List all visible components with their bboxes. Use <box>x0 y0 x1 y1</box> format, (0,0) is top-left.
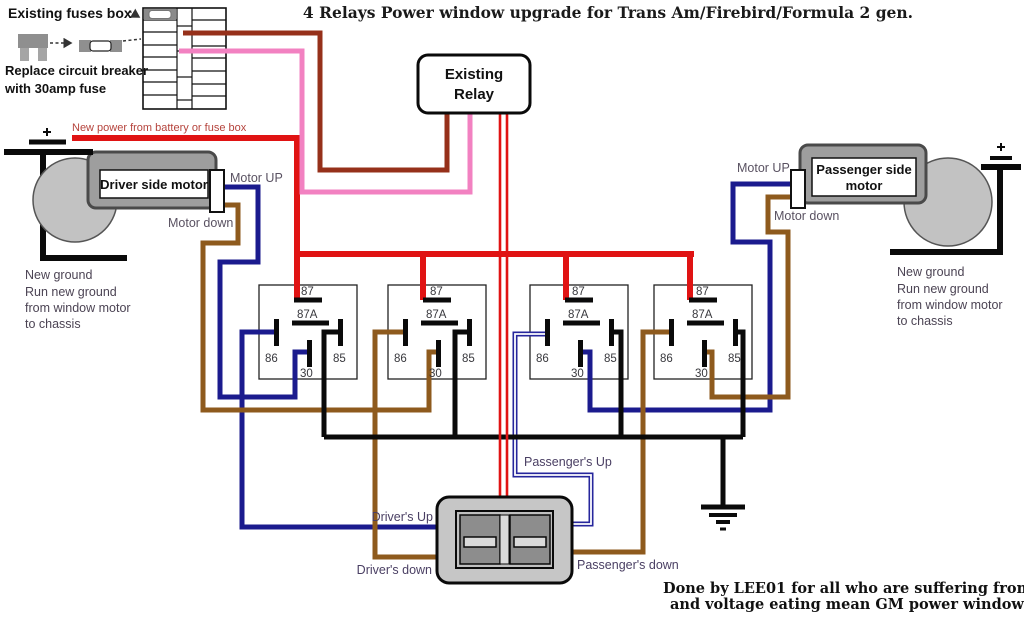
passengers-down-label: Passenger's down <box>577 558 679 572</box>
relay-4-pins: 87 87A 86 30 85 <box>660 286 741 380</box>
pin-87a-label: 87A <box>568 309 589 321</box>
relay1-85-ground <box>321 329 338 437</box>
motor-nameplate <box>811 157 917 197</box>
diagram-title: 4 Relays Power window upgrade for Trans … <box>303 3 913 22</box>
driver-down-motor-brown <box>200 202 437 413</box>
ground-note-2: Run new ground <box>897 282 989 296</box>
passenger-motor-down-label: Motor down <box>774 209 839 223</box>
passenger-rocker-slot <box>513 536 547 548</box>
pin-86-label: 86 <box>536 353 549 365</box>
pin-87-label: 87 <box>301 286 314 298</box>
fusebox-to-relay-pink <box>179 48 473 195</box>
driver-up-motor-blue <box>217 184 309 400</box>
credit-line-2: and voltage eating mean GM power window … <box>670 596 1024 613</box>
pin-87a-label: 87A <box>426 309 447 321</box>
driver-up-switch-blue <box>239 329 440 530</box>
driver-motor-down-label: Motor down <box>168 216 233 230</box>
new-power-feed-red <box>72 135 300 300</box>
passenger-ground-note: New ground Run new ground from window mo… <box>897 265 1003 328</box>
existing-relay-label-1: Existing <box>445 66 503 83</box>
relay3-85-ground <box>613 329 624 437</box>
relay2-85-ground <box>452 329 467 437</box>
pin-86-label: 86 <box>394 353 407 365</box>
pin-87a-label: 87A <box>692 309 713 321</box>
new-power-label: New power from battery or fuse box <box>72 122 247 134</box>
ground-note-4: to chassis <box>25 317 81 331</box>
driver-ground-note: New ground Run new ground from window mo… <box>25 268 131 331</box>
relay-1-pins: 87 87A 86 30 85 <box>265 286 346 380</box>
passenger-ground-symbol <box>981 143 1021 170</box>
pin-30-label: 30 <box>695 368 708 380</box>
existing-relay: Existing Relay <box>416 53 532 115</box>
fusebox-to-relay-darkred <box>183 30 450 173</box>
ground-note-4: to chassis <box>897 314 953 328</box>
fuse-slots <box>143 19 226 101</box>
driver-motor-label: Driver side motor <box>100 177 208 192</box>
existing-relay-label-2: Relay <box>454 86 495 103</box>
chassis-ground-symbol <box>701 504 745 531</box>
pin-86-label: 86 <box>265 353 278 365</box>
pin-87-label: 87 <box>572 286 585 298</box>
pin-86-label: 86 <box>660 353 673 365</box>
existing-fuse-icon <box>148 10 172 19</box>
driver-down-switch-brown <box>372 329 440 560</box>
pin-85-label: 85 <box>604 353 617 365</box>
drivers-up-label: Driver's Up <box>372 510 433 524</box>
relay-3-pins: 87 87A 86 30 85 <box>536 286 617 380</box>
switch-divider <box>499 514 510 565</box>
motor-terminal <box>790 169 806 209</box>
fuse-box <box>142 7 227 110</box>
passenger-new-ground-black <box>890 170 1003 255</box>
passenger-motor-label-2: motor <box>846 178 883 193</box>
fuse-to-fusebox-dashes <box>122 38 142 42</box>
passenger-down-motor-brown <box>706 194 795 400</box>
passenger-up-switch-blue-core <box>514 333 592 525</box>
passenger-up-motor-blue <box>582 181 795 413</box>
driver-motor-up-label: Motor UP <box>230 171 283 185</box>
pin-30-label: 30 <box>571 368 584 380</box>
pin-85-label: 85 <box>728 353 741 365</box>
ground-note-3: from window motor <box>25 301 131 315</box>
passenger-side-motor: Passenger side motor <box>790 143 993 247</box>
pin-30-label: 30 <box>429 368 442 380</box>
passengers-up-label: Passenger's Up <box>524 455 612 469</box>
label-to-fusebox-arrow <box>128 8 141 18</box>
breaker-note-2: with 30amp fuse <box>4 81 106 96</box>
wire-layer <box>40 30 1003 560</box>
motor-nameplate <box>99 169 209 199</box>
fusebox-label: Existing fuses box <box>8 5 132 21</box>
relay-2-pins: 87 87A 86 30 85 <box>394 286 475 380</box>
pin-85-label: 85 <box>333 353 346 365</box>
driver-side-motor: Driver side motor <box>32 150 225 243</box>
pin-87a-label: 87A <box>297 309 318 321</box>
driver-rocker-slot <box>463 536 497 548</box>
motor-terminal <box>209 169 225 213</box>
pin-87-label: 87 <box>430 286 443 298</box>
passenger-motor-up-label: Motor UP <box>737 161 790 175</box>
window-switch <box>435 495 574 585</box>
drivers-down-label: Driver's down <box>357 563 432 577</box>
30amp-fuse-icon <box>79 40 122 52</box>
pin-30-label: 30 <box>300 368 313 380</box>
ground-note-2: Run new ground <box>25 285 117 299</box>
breaker-note-1: Replace circuit breaker <box>5 63 148 78</box>
driver-ground-symbol <box>4 128 93 155</box>
ground-note-3: from window motor <box>897 298 1003 312</box>
passenger-motor-label-1: Passenger side <box>816 162 911 177</box>
ground-note-1: New ground <box>897 265 964 279</box>
credit-line-1: Done by LEE01 for all who are suffering … <box>663 580 1024 597</box>
pin-87-label: 87 <box>696 286 709 298</box>
passenger-down-switch-brown <box>571 329 669 555</box>
pin-85-label: 85 <box>462 353 475 365</box>
relay4-85-ground <box>737 329 746 437</box>
ground-note-1: New ground <box>25 268 92 282</box>
circuit-breaker-icon <box>18 34 48 61</box>
